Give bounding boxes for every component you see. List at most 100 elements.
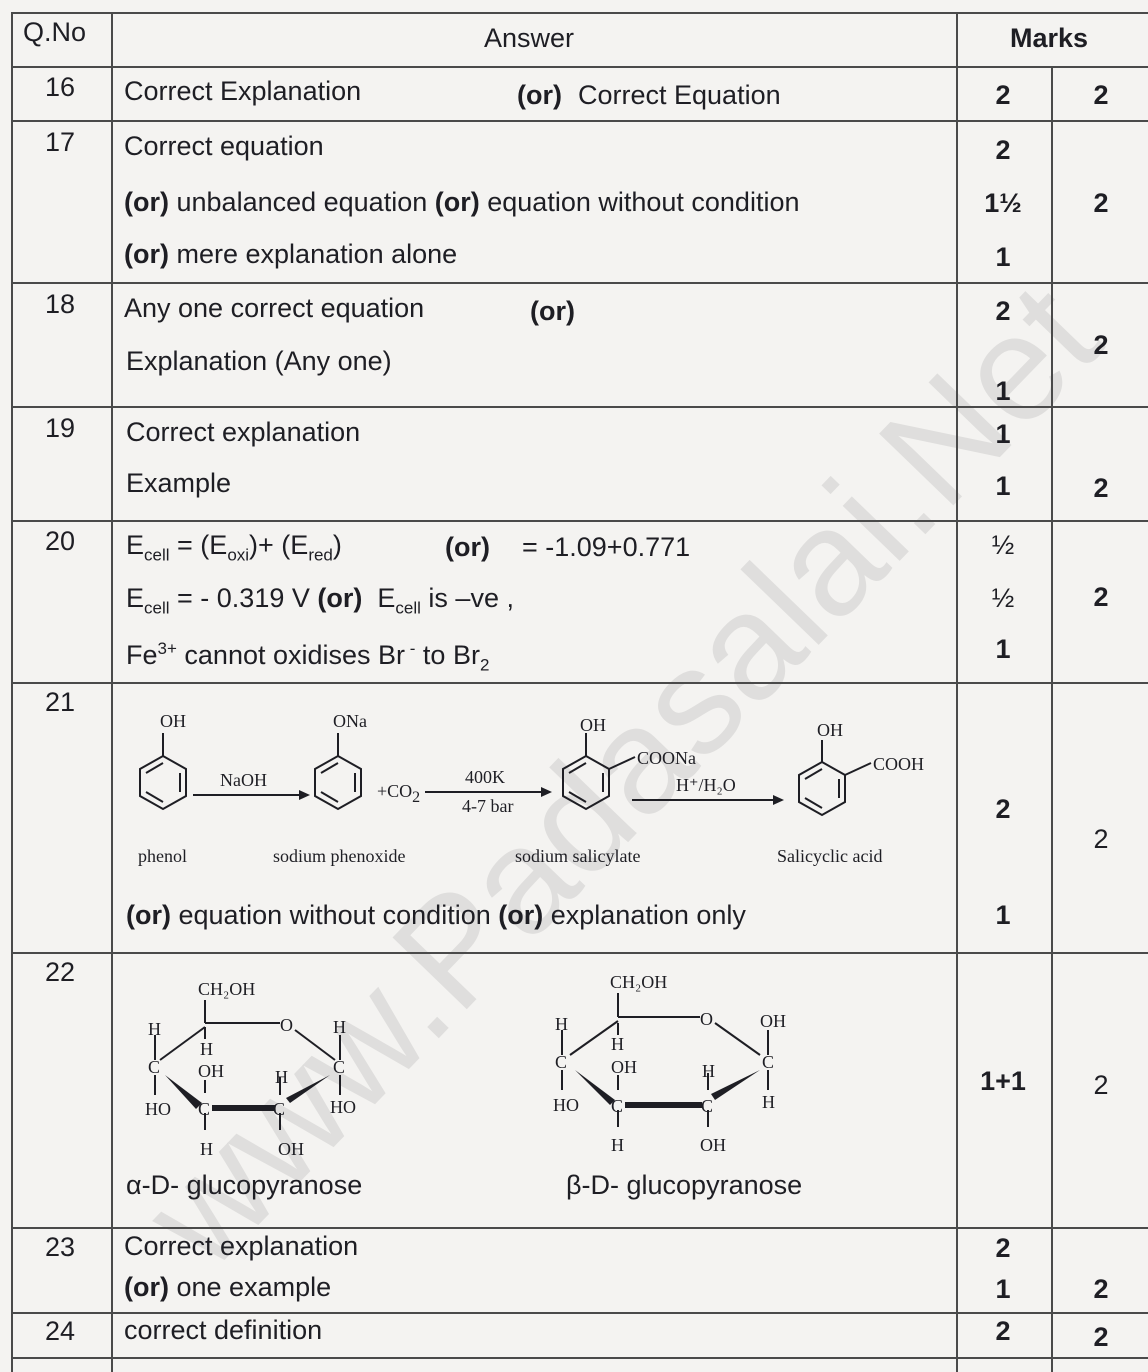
row-18-line1: Any one correct equation: [124, 293, 425, 323]
row-19-mark1: 1: [995, 419, 1011, 449]
rule: [11, 406, 1148, 408]
rule: [11, 952, 1148, 954]
row-20-line1: Ecell = (Eoxi)+ (Ered): [126, 530, 342, 570]
row-17-mark2: 1½: [984, 188, 1022, 218]
ona-label: ONa: [333, 711, 367, 731]
row-21-mark1: 2: [995, 794, 1011, 824]
row-16-mark: 2: [995, 80, 1011, 110]
equation-text: )+ (E: [249, 530, 309, 560]
rule: [956, 12, 958, 1372]
arrow-head: [773, 795, 784, 805]
or-label: (or): [126, 900, 171, 930]
equation-text: = - 0.319 V: [169, 583, 310, 613]
ho-label: HO: [553, 1095, 579, 1115]
carbon-label: C: [762, 1052, 774, 1072]
symbol-e: E: [377, 583, 396, 613]
equation-text: is –ve ,: [420, 583, 514, 613]
oh-label: OH: [700, 1135, 726, 1155]
equation-text: to Br: [415, 640, 480, 670]
row-23-line1: Correct explanation: [124, 1231, 359, 1261]
kolbe-reaction-scheme: OH NaOH ONa +CO2 400K 4-7 bar OH COONa H…: [138, 711, 924, 866]
answer-text: equation without condition: [487, 187, 800, 217]
or-label: (or): [498, 900, 544, 930]
row-20-value: = -1.09+0.771: [522, 532, 691, 562]
ho-label: HO: [145, 1099, 171, 1119]
row-23-line2: (or) one example: [124, 1272, 331, 1302]
co2-text: +CO: [377, 781, 412, 801]
row-20-line3: Fe3+ cannot oxidises Br - to Br2: [126, 634, 489, 680]
rule: [11, 282, 1148, 284]
row-20-mark1: ½: [991, 530, 1015, 560]
h-label: H: [275, 1067, 288, 1087]
ho-label: HO: [330, 1097, 356, 1117]
h-label: H: [762, 1092, 775, 1112]
answer-text: explanation only: [550, 900, 746, 930]
row-19-mark2: 1: [995, 471, 1011, 501]
row-24-qno: 24: [45, 1316, 76, 1346]
row-20-or: (or): [445, 532, 490, 562]
answer-text: mere explanation alone: [176, 239, 458, 269]
oh-label: OH: [760, 1011, 786, 1031]
row-17-line1: Correct equation: [124, 131, 324, 161]
alpha-glucopyranose-label: α-D- glucopyranose: [126, 1170, 363, 1200]
temperature-label: 400K: [465, 767, 505, 787]
alpha-glucose-ring: [154, 1000, 341, 1130]
row-23-mark1: 2: [995, 1233, 1011, 1263]
marking-scheme-table: [11, 12, 1148, 1372]
row-16-answer: Correct Explanation: [124, 76, 362, 106]
or-label: (or): [124, 239, 169, 269]
row-20-qno: 20: [45, 526, 76, 556]
row-22-total: 2: [1093, 1070, 1109, 1100]
rule: [111, 12, 113, 1372]
h-label: H: [702, 1061, 715, 1081]
equation-text: cannot oxidises Br: [176, 640, 406, 670]
salicylate-name: sodium salicylate: [515, 846, 640, 866]
wedge-bond: [165, 1075, 202, 1109]
row-24-mark: 2: [995, 1316, 1011, 1346]
phenoxide-name: sodium phenoxide: [273, 846, 406, 866]
or-label: (or): [434, 187, 480, 217]
row-23-total: 2: [1093, 1274, 1109, 1304]
row-21-qno: 21: [45, 687, 76, 717]
beta-glucopyranose-label: β-D- glucopyranose: [566, 1170, 803, 1200]
oh-label: OH: [198, 1061, 224, 1081]
rule: [11, 682, 1148, 684]
rule: [11, 120, 1148, 122]
acid-workup-label: H⁺/H₂O: [676, 775, 736, 795]
or-label: (or): [317, 583, 363, 613]
row-16-or: (or): [517, 80, 562, 110]
row-18-qno: 18: [45, 289, 76, 319]
or-label: (or): [124, 1272, 169, 1302]
row-17-line2: (or) unbalanced equation (or) equation w…: [124, 187, 799, 217]
carbon-label: C: [333, 1057, 345, 1077]
row-18-total: 2: [1093, 330, 1109, 360]
oh-label: OH: [611, 1057, 637, 1077]
h-label: H: [555, 1014, 568, 1034]
carbon-label: C: [198, 1099, 210, 1119]
row-21-alt: (or) equation without condition (or) exp…: [126, 900, 746, 930]
benzene-ring: [314, 733, 362, 811]
symbol-e: E: [126, 583, 145, 613]
arrow-head: [299, 790, 310, 800]
rule: [11, 12, 1148, 14]
header-marks: Marks: [1010, 23, 1089, 53]
rule: [11, 66, 1148, 68]
row-16-answer-alt: Correct Equation: [578, 80, 781, 110]
subscript: red: [308, 545, 333, 565]
row-23-mark2: 1: [995, 1274, 1011, 1304]
superscript: -: [405, 639, 416, 658]
row-18-line2: Explanation (Any one): [126, 346, 392, 376]
ch2oh-label: CH₂OH: [610, 972, 667, 992]
row-22-qno: 22: [45, 957, 76, 987]
row-17-total: 2: [1093, 188, 1109, 218]
row-19-line2: Example: [126, 468, 232, 498]
or-label: (or): [124, 187, 169, 217]
wedge-bond: [575, 1070, 615, 1105]
row-17-mark1: 2: [995, 135, 1011, 165]
row-24-line1: correct definition: [124, 1315, 323, 1345]
benzene-ring: [139, 733, 187, 811]
row-22-mark: 1+1: [980, 1066, 1026, 1096]
wedge-bond: [711, 1070, 760, 1100]
h-label: H: [200, 1139, 213, 1159]
row-18-mark1: 2: [995, 296, 1011, 326]
